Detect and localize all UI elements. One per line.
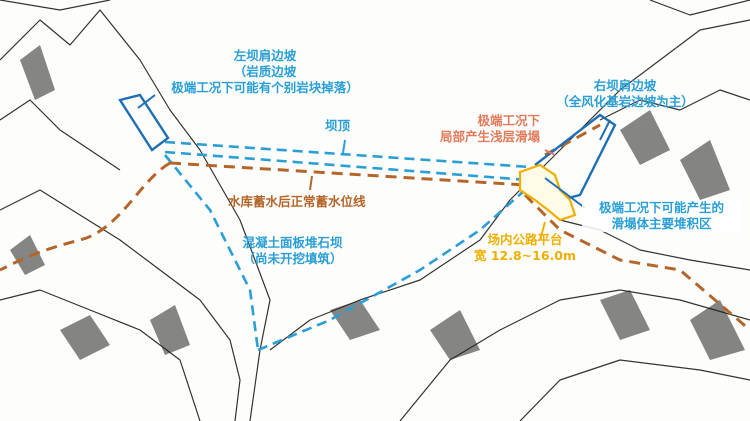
dam-title: 混凝土面板堆石坝 <box>242 235 343 250</box>
deposit-zone-line2: 滑塌体主要堆积区 <box>611 216 712 231</box>
annotation-arrows <box>137 94 611 241</box>
road-platform-label: 场内公路平台 宽 12.8~16.0m <box>470 232 580 264</box>
right-abutment-title: 右坝肩边坡 <box>593 78 657 93</box>
local-slide-line2: 局部产生浅层滑塌 <box>439 129 540 144</box>
right-abutment-label: 右坝肩边坡 （全风化基岩边坡为主） <box>545 78 705 110</box>
local-slide-label: 极端工况下 局部产生浅层滑塌 <box>415 113 540 145</box>
local-slide-line1: 极端工况下 <box>477 113 540 128</box>
dam-label: 混凝土面板堆石坝 （尚未开挖填筑） <box>235 235 350 267</box>
left-abutment-outline <box>118 93 170 152</box>
left-abutment-line3: 极端工况下可能有个别岩块掉落） <box>171 80 359 95</box>
left-abutment-line2: （岩质边坡 <box>233 64 297 79</box>
road-platform-outline <box>518 163 577 222</box>
rock-hatching <box>10 45 745 360</box>
water-level-label: 水库蓄水后正常蓄水位线 <box>228 194 366 209</box>
deposit-zone-label: 极端工况下可能产生的 滑塌体主要堆积区 <box>582 200 741 232</box>
deposit-zone-line1: 极端工况下可能产生的 <box>598 200 724 215</box>
dam-line2: （尚未开挖填筑） <box>242 251 343 266</box>
road-platform-line1: 场内公路平台 <box>487 232 563 247</box>
left-abutment-title: 左坝肩边坡 <box>233 48 297 63</box>
dam-crest-label: 坝顶 <box>325 118 351 133</box>
left-abutment-label: 左坝肩边坡 （岩质边坡 极端工况下可能有个别岩块掉落） <box>150 48 380 96</box>
right-abutment-line2: （全风化基岩边坡为主） <box>556 94 694 109</box>
road-platform-line2: 宽 12.8~16.0m <box>473 248 577 263</box>
right-abutment-outline <box>534 113 617 202</box>
dam-crest-lines <box>163 140 531 352</box>
